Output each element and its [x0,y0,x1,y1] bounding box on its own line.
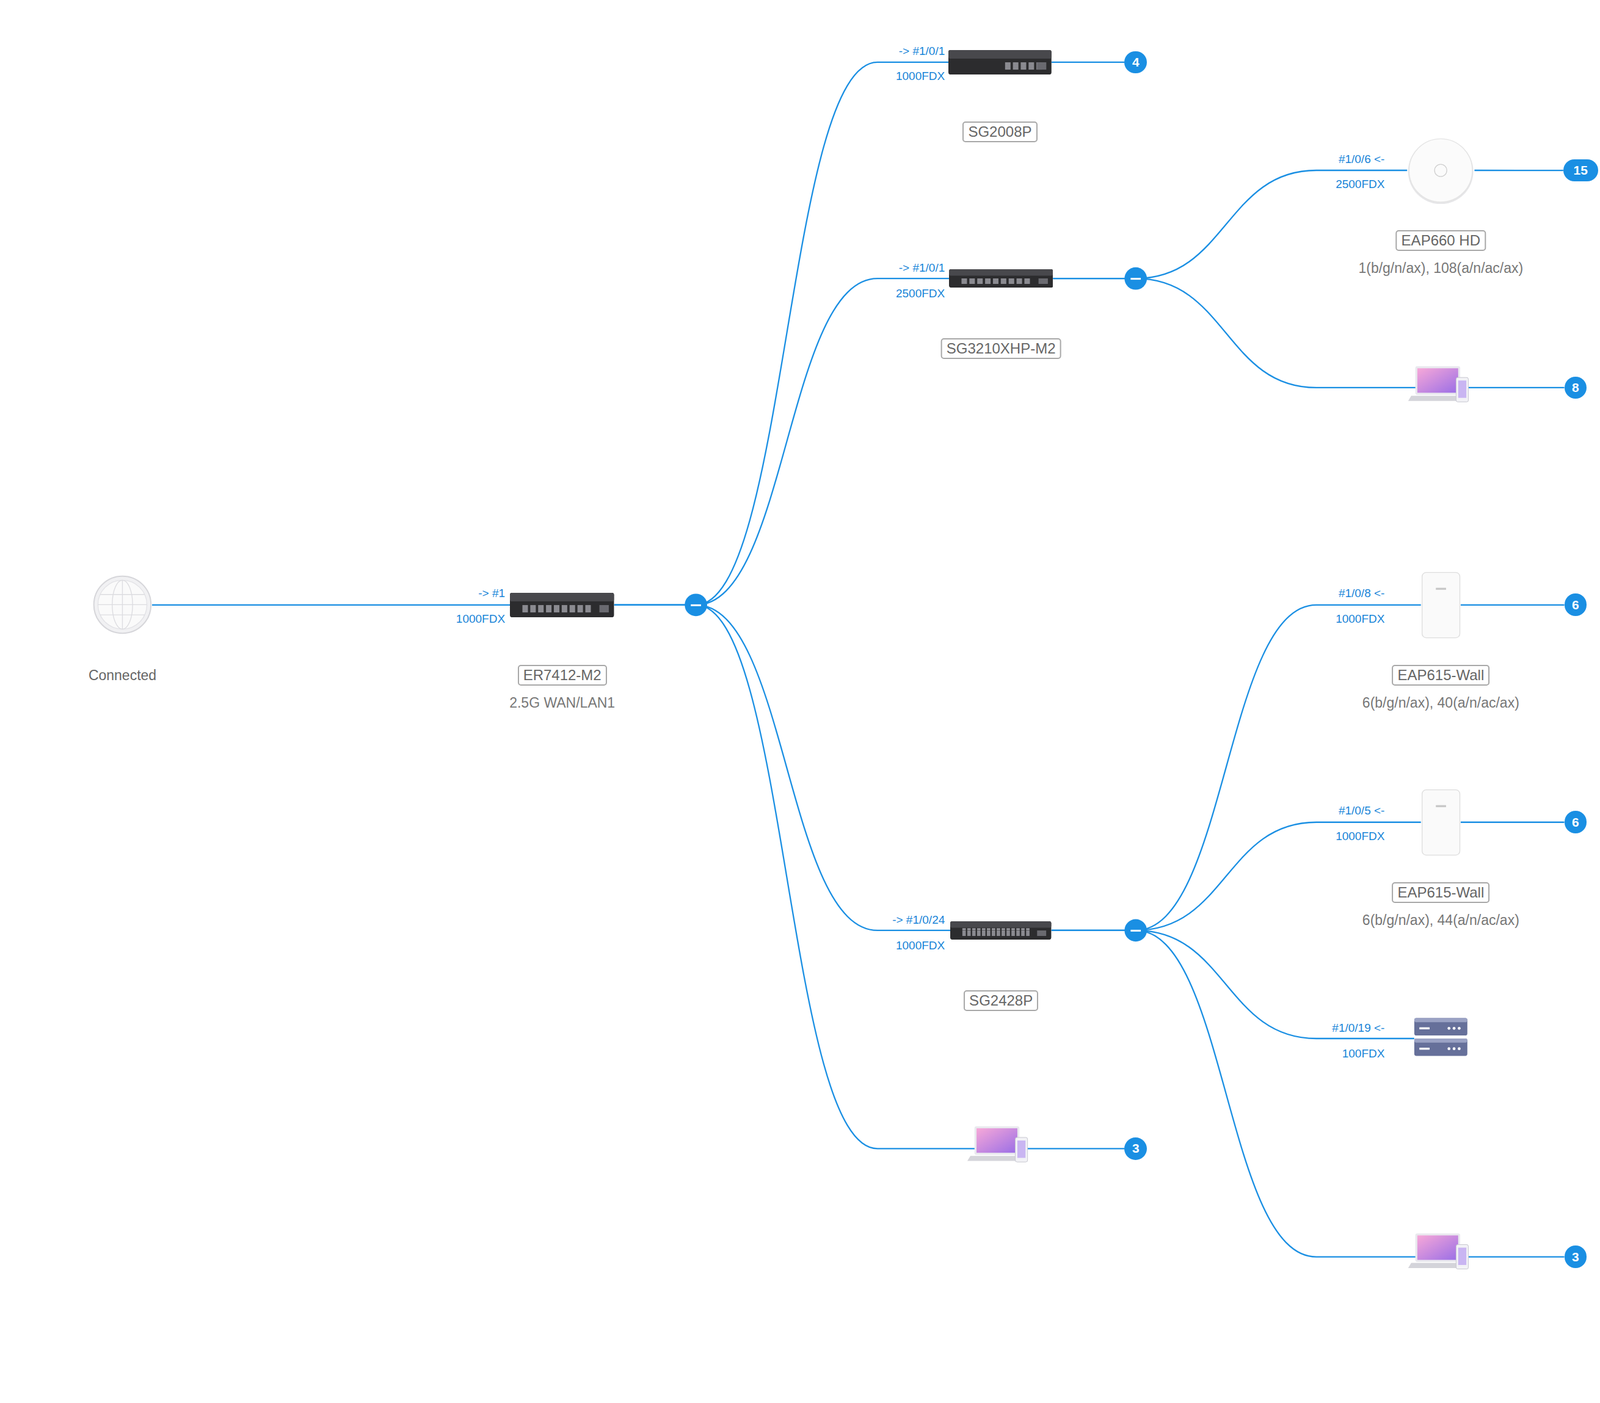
device-name: EAP615-Wall [1391,665,1490,686]
device-icon [950,921,1051,940]
port-label: 1000FDX [895,939,945,953]
collapse-hub [1124,919,1147,942]
device-icon [948,50,1052,75]
device-icon [92,575,153,635]
port-label: -> #1/0/1 [898,44,946,59]
port-label: 1000FDX [895,69,945,84]
count-number: 3 [1571,1250,1580,1265]
count-number: 6 [1571,597,1580,613]
link-line [614,605,951,931]
device-name: SG2428P [963,990,1039,1012]
port-label: 1000FDX [1335,612,1385,626]
device-node: EAP615-Wall6(b/g/n/ax), 44(a/n/ac/ax) [1421,789,1461,857]
port-label: #1/0/6 <- [1338,152,1386,167]
device-icon [1421,789,1461,857]
device-name: SG2008P [962,121,1037,143]
device-name: ER7412-M2 [517,665,608,686]
client-count: 15 [1563,159,1599,182]
port-label: 2500FDX [895,287,945,301]
device-icon [949,269,1053,288]
device-name: EAP615-Wall [1391,882,1490,904]
port-label: -> #1 [478,586,506,601]
port-label: 2500FDX [1335,177,1385,192]
device-node: ER7412-M22.5G WAN/LAN1 [509,592,614,618]
count-number: 15 [1573,163,1588,178]
count-number: 3 [1132,1141,1140,1157]
port-label: #1/0/8 <- [1338,586,1386,601]
client-count: 6 [1564,593,1588,617]
port-label: -> #1/0/24 [892,913,945,928]
client-stats: 6(b/g/n/ax), 44(a/n/ac/ax) [1362,912,1520,929]
collapse-hub [1124,267,1147,291]
device-icon [1407,136,1475,204]
link-line [614,278,950,606]
link-line [152,604,511,606]
client-count: 4 [1124,51,1147,74]
device-node: SG2008P [948,50,1052,75]
count-number: 8 [1571,380,1580,396]
client-count: 8 [1564,376,1588,400]
device-node: SG2428P [950,921,1051,940]
device-icon [509,592,614,618]
port-label: 1000FDX [456,612,506,626]
server-icon [1414,1018,1468,1057]
link-line [1460,604,1565,606]
port-label: #1/0/19 <- [1331,1021,1385,1036]
link-line [614,62,949,606]
port-label: -> #1/0/1 [898,261,946,275]
client-count: 3 [1124,1137,1147,1161]
client-count: 6 [1564,810,1588,834]
link-line [614,605,1125,1150]
device-node: SG3210XHP-M2 [949,269,1053,288]
client-stats: 6(b/g/n/ax), 40(a/n/ac/ax) [1362,694,1520,712]
client-icon [1408,1233,1469,1270]
device-icon [1421,571,1461,639]
link-line [1460,821,1565,824]
port-label: 100FDX [1342,1047,1386,1061]
link-line [1051,930,1565,1258]
server-wire [1135,930,1415,1039]
client-stats: 2.5G WAN/LAN1 [509,694,615,712]
client-stats: 1(b/g/n/ax), 108(a/n/ac/ax) [1358,260,1524,277]
client-count: 3 [1564,1245,1588,1269]
link-line [1051,605,1422,931]
link-line [1474,169,1563,171]
collapse-hub [684,593,708,617]
count-number: 4 [1132,54,1140,70]
status-text: Connected [88,667,157,684]
link-line [1052,278,1564,388]
device-name: EAP660 HD [1396,230,1486,251]
client-icon [967,1126,1028,1163]
link-line [1052,170,1408,279]
link-line [1051,61,1125,63]
client-icon [1408,366,1469,402]
device-name: SG3210XHP-M2 [941,338,1062,360]
device-node: EAP615-Wall6(b/g/n/ax), 40(a/n/ac/ax) [1421,571,1461,639]
count-number: 6 [1571,815,1580,830]
device-node: EAP660 HD1(b/g/n/ax), 108(a/n/ac/ax) [1407,136,1475,204]
port-label: 1000FDX [1335,829,1385,844]
port-label: #1/0/5 <- [1338,804,1386,818]
device-node: Connected [92,575,153,635]
